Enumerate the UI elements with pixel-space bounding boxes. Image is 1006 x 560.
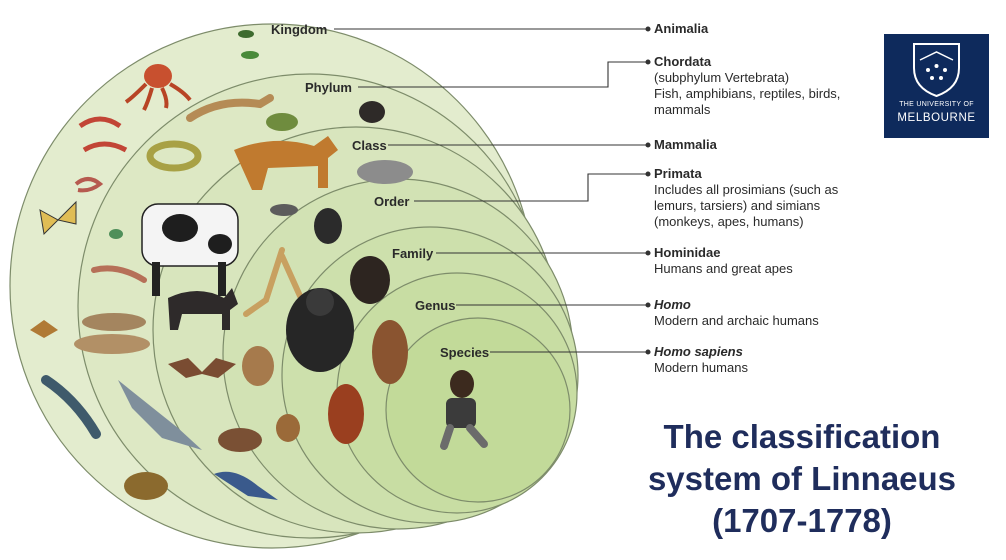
ring-species [385,317,571,503]
title-line: The classification [663,418,941,455]
rank-name-species: Homo sapiens [654,344,743,359]
desc-line: (subphylum Vertebrata) [654,70,790,85]
snake-icon [146,140,202,172]
human-icon [440,370,488,450]
dog-icon [234,136,338,190]
shark-icon [118,380,202,450]
rank-name-family: Hominidae [654,245,721,260]
crest-icon [913,43,960,98]
slide-title: The classification system of Linnaeus (1… [612,416,992,542]
chimpanzee-icon [350,256,390,304]
butterfly-icon [39,200,77,236]
chimp-icon [314,208,342,244]
rank-name-phylum: Chordata [654,54,712,69]
insect-icon [238,30,259,59]
desc-line: Fish, amphibians, reptiles, birds, [654,86,841,101]
animal-illustrations [30,30,488,500]
desc-line: Humans and great apes [654,261,793,276]
rank-label-genus: Genus [415,298,455,313]
rank-labels: Kingdom Phylum Class Order Family Genus … [271,22,489,360]
bat-icon [168,358,236,378]
bird-icon [359,101,385,123]
rank-label-phylum: Phylum [305,80,352,95]
rank-name-order: Primata [654,166,702,181]
desc-class: Mammalia [654,137,717,153]
desc-line: (monkeys, apes, humans) [654,214,804,229]
cat-icon [168,288,238,330]
moth-icon [30,320,58,338]
desc-phylum: Chordata (subphylum Vertebrata) Fish, am… [654,54,840,118]
worm-icon [74,177,104,193]
logo-line1: THE UNIVERSITY OF [899,101,974,108]
gorilla-icon [286,288,354,372]
desc-species: Homo sapiens Modern humans [654,344,748,376]
university-logo: THE UNIVERSITY OF MELBOURNE [884,34,989,138]
title-line: (1707-1778) [712,502,892,539]
blue-jay-icon [214,471,278,500]
lobster-icon [41,375,101,439]
desc-genus: Homo Modern and archaic humans [654,297,819,329]
macaque-icon [242,346,274,386]
shrew-icon [218,428,262,452]
rank-name-genus: Homo [654,297,691,312]
desc-kingdom: Animalia [654,21,708,37]
rank-name-class: Mammalia [654,137,717,152]
salamander-icon [91,265,147,283]
octopus-icon [124,64,192,111]
orangutan-icon [328,384,364,444]
rank-label-species: Species [440,345,489,360]
desc-line: Includes all prosimians (such as [654,182,839,197]
desc-line: lemurs, tarsiers) and simians [654,198,821,213]
turtle-icon [124,472,168,500]
leader-lines [334,26,651,355]
rank-label-class: Class [352,138,387,153]
frog-icon [266,113,298,131]
rat-icon [270,204,298,216]
logo-line2: MELBOURNE [897,112,976,124]
rank-label-family: Family [392,246,434,261]
desc-family: Hominidae Humans and great apes [654,245,793,277]
desc-line: Modern humans [654,360,748,375]
shrimp-icon [78,116,128,153]
leader-order [414,173,646,202]
desc-line: mammals [654,102,711,117]
rank-label-kingdom: Kingdom [271,22,327,37]
leader-phylum [358,61,646,88]
rank-name-kingdom: Animalia [654,21,709,36]
hominid-icon [372,320,408,384]
hummingbird-icon [109,229,123,239]
opossum-icon [357,160,413,184]
fish-icon [74,313,150,354]
desc-line: Modern and archaic humans [654,313,819,328]
lizard-icon [186,94,274,122]
cow-icon [141,203,239,296]
desc-order: Primata Includes all prosimians (such as… [654,166,838,230]
rank-label-order: Order [374,194,409,209]
tarsier-icon [276,414,300,442]
title-line: system of Linnaeus [647,460,957,497]
